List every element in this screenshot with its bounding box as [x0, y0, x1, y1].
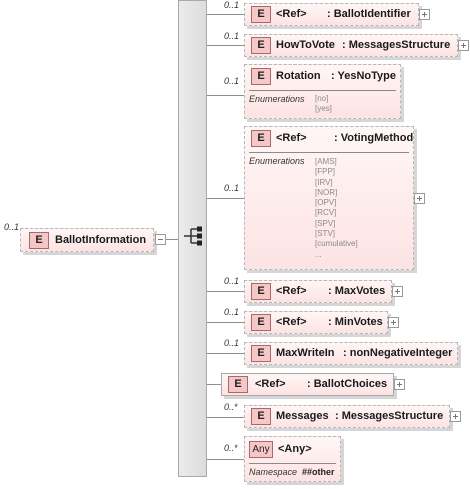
element-type: : MessagesStructure [342, 39, 451, 51]
element-maxvotes[interactable]: E <Ref> : MaxVotes [244, 280, 392, 303]
multiplicity: 0..* [224, 443, 238, 453]
element-messages[interactable]: E Messages : MessagesStructure [244, 405, 450, 428]
connector-maxwritein [207, 353, 247, 354]
element-badge: E [251, 408, 271, 425]
element-any[interactable]: Any <Any> Namespace ##other [244, 436, 341, 482]
enum-value: [STV] [315, 229, 336, 239]
namespace-value: ##other [302, 467, 335, 477]
enum-value: [cumulative] [315, 239, 358, 249]
sequence-icon [184, 226, 202, 246]
enumerations-label: Enumerations [249, 156, 305, 166]
enum-value: [FPP] [315, 167, 336, 177]
element-howtovote[interactable]: E HowToVote : MessagesStructure [244, 34, 458, 57]
element-type: : nonNegativeInteger [343, 347, 453, 359]
element-badge: E [251, 6, 271, 23]
enum-value: [NOR] [315, 187, 338, 197]
root-connector [166, 239, 182, 240]
collapse-icon[interactable] [155, 234, 166, 245]
enum-value: [yes] [315, 104, 332, 114]
expand-icon[interactable] [392, 286, 403, 297]
enumeration-values: [no] [yes] [315, 94, 332, 115]
expand-icon[interactable] [394, 379, 405, 390]
multiplicity: 0..1 [224, 0, 240, 10]
element-name: Rotation [276, 70, 321, 82]
ref-label: <Ref> [276, 316, 307, 328]
multiplicity: 0..1 [224, 183, 240, 193]
element-ballotchoices[interactable]: E <Ref> : BallotChoices [221, 373, 394, 396]
multiplicity: 0..1 [224, 276, 240, 286]
connector-messages [207, 417, 244, 418]
element-name: : MinVotes [328, 316, 383, 328]
any-badge: Any [249, 441, 273, 458]
element-rotation[interactable]: E Rotation : YesNoType Enumerations [no]… [244, 64, 401, 119]
element-badge: E [29, 232, 49, 249]
connector-rotation [207, 95, 244, 96]
connector-ballotchoices [207, 384, 223, 385]
element-badge: E [251, 314, 271, 331]
multiplicity: 0..1 [224, 338, 240, 348]
element-name: : MaxVotes [328, 285, 386, 297]
element-minvotes[interactable]: E <Ref> : MinVotes [244, 311, 388, 334]
divider [249, 152, 409, 153]
divider [249, 90, 396, 91]
element-badge: E [251, 283, 271, 300]
expand-icon[interactable] [450, 411, 461, 422]
element-ballotidentifier[interactable]: E <Ref> : BallotIdentifier [244, 3, 419, 26]
enumerations-label: Enumerations [249, 94, 305, 104]
expand-icon[interactable] [458, 40, 469, 51]
element-badge: E [251, 68, 271, 85]
element-name: <Any> [278, 443, 312, 455]
connector-maxvotes [207, 291, 247, 292]
ref-label: <Ref> [255, 378, 286, 390]
enum-value: [OPV] [315, 198, 337, 208]
element-name: : VotingMethod [334, 132, 414, 144]
multiplicity: 0..1 [224, 76, 240, 86]
root-element-ballotinformation[interactable]: E BallotInformation [20, 228, 154, 252]
element-name: MaxWriteIn [276, 347, 335, 359]
element-votingmethod[interactable]: E <Ref> : VotingMethod Enumerations [AMS… [244, 126, 414, 270]
ref-label: <Ref> [276, 132, 307, 144]
divider [249, 463, 336, 464]
element-badge: E [251, 130, 271, 147]
sequence-compositor-bar [178, 0, 207, 477]
connector-ballotidentifier [207, 14, 247, 15]
element-name: : BallotIdentifier [327, 8, 411, 20]
expand-icon[interactable] [414, 193, 425, 204]
enum-value: [SPV] [315, 218, 336, 228]
enum-value: [RCV] [315, 208, 337, 218]
connector-any [207, 459, 244, 460]
multiplicity: 0..1 [224, 307, 240, 317]
connector-minvotes [207, 322, 247, 323]
ref-label: <Ref> [276, 8, 307, 20]
enum-value: ... [315, 249, 322, 259]
enum-value: [no] [315, 94, 329, 103]
element-maxwritein[interactable]: E MaxWriteIn : nonNegativeInteger [244, 342, 458, 365]
connector-howtovote [207, 45, 247, 46]
root-multiplicity: 0..1 [4, 222, 20, 232]
multiplicity: 0..1 [224, 31, 240, 41]
namespace-label: Namespace [249, 467, 298, 477]
element-name: Messages [276, 410, 329, 422]
element-name: BallotInformation [55, 234, 147, 246]
expand-icon[interactable] [388, 317, 399, 328]
element-badge: E [251, 37, 271, 54]
element-badge: E [251, 345, 271, 362]
element-name: : BallotChoices [307, 378, 388, 390]
element-type: : YesNoType [331, 70, 397, 82]
enum-value: [IRV] [315, 177, 333, 187]
element-type: : MessagesStructure [335, 410, 444, 422]
multiplicity: 0..* [224, 402, 238, 412]
enumeration-values: [AMS] [FPP] [IRV] [NOR] [OPV] [RCV] [SPV… [315, 157, 358, 260]
element-badge: E [228, 376, 248, 393]
enum-value: [AMS] [315, 157, 337, 166]
expand-icon[interactable] [419, 9, 430, 20]
ref-label: <Ref> [276, 285, 307, 297]
element-name: HowToVote [276, 39, 335, 51]
connector-votingmethod [207, 198, 244, 199]
